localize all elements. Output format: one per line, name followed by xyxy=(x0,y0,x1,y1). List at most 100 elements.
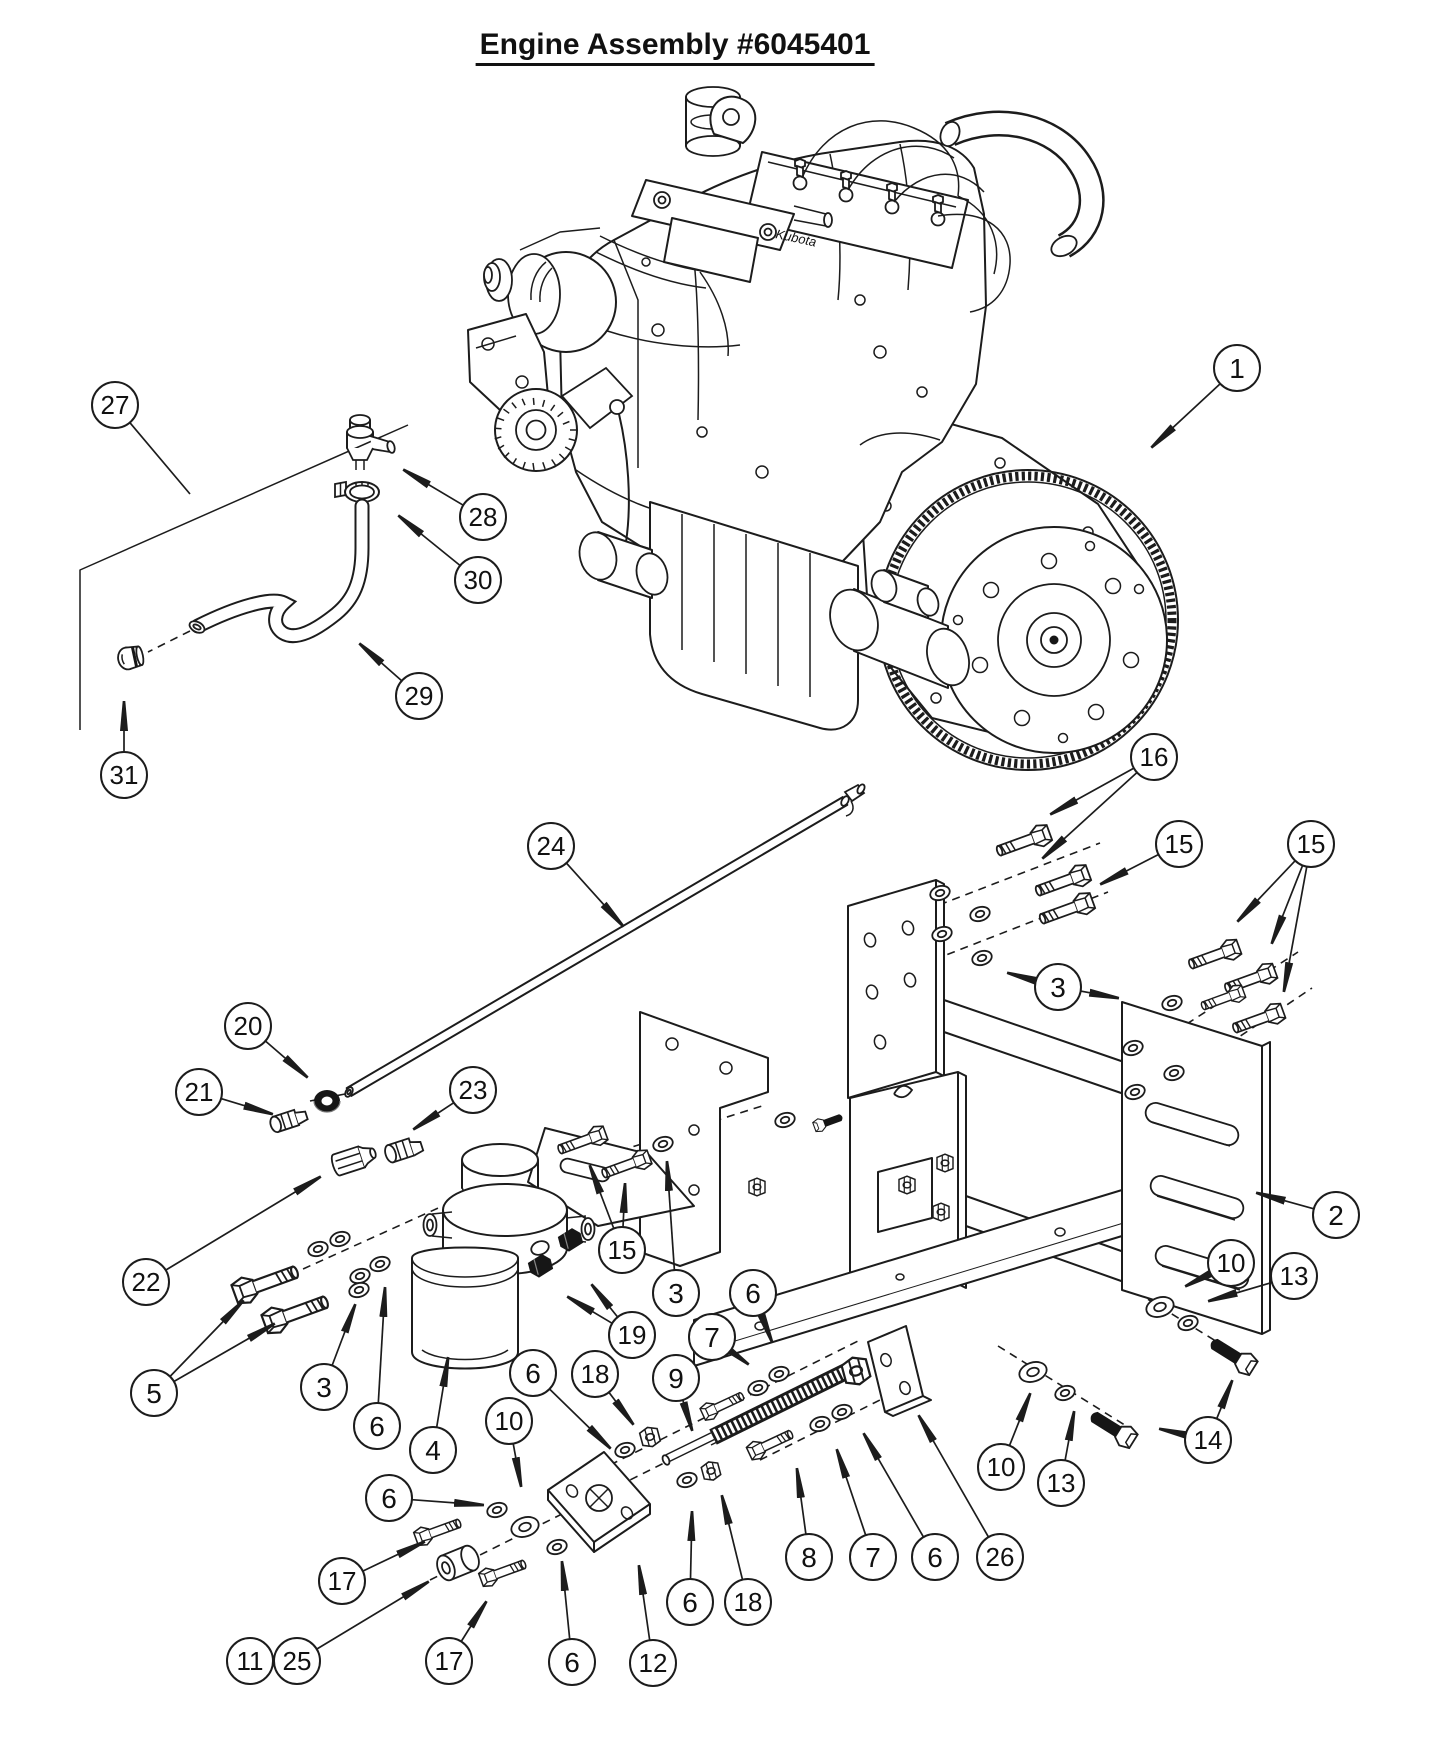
callout-balloon xyxy=(652,1269,700,1317)
leader-line xyxy=(608,1391,635,1426)
leader-line xyxy=(412,1101,455,1131)
leader-line xyxy=(1270,865,1304,945)
callout-balloon xyxy=(548,1638,596,1686)
callout-2: 2 xyxy=(1255,1191,1360,1239)
linkage-rod xyxy=(309,783,866,1102)
callout-number: 6 xyxy=(745,1278,761,1309)
callout-21: 21 xyxy=(175,1068,274,1116)
threaded-rod-assembly xyxy=(661,1353,873,1466)
leader-line xyxy=(1099,853,1159,886)
callout-number: 13 xyxy=(1047,1468,1076,1498)
leader-line xyxy=(358,642,403,682)
callout-4: 4 xyxy=(409,1356,457,1474)
callout-17: 17 xyxy=(425,1600,488,1685)
leader-line xyxy=(402,468,464,506)
callout-10: 10 xyxy=(485,1397,533,1488)
callout-10: 10 xyxy=(977,1392,1032,1491)
callout-balloon xyxy=(130,1369,178,1417)
callout-3: 3 xyxy=(652,1160,700,1317)
callout-25: 25 xyxy=(273,1580,430,1685)
callout-balloon xyxy=(395,672,443,720)
callout-12: 12 xyxy=(629,1564,677,1687)
callout-number: 23 xyxy=(459,1075,488,1105)
callout-number: 29 xyxy=(405,681,434,711)
callout-7: 7 xyxy=(835,1448,897,1581)
callout-23: 23 xyxy=(412,1066,497,1131)
leader-line xyxy=(565,862,625,928)
callout-13: 13 xyxy=(1037,1410,1085,1507)
callout-number: 24 xyxy=(537,831,566,861)
callout-number: 10 xyxy=(1217,1248,1246,1278)
callout-balloon xyxy=(273,1637,321,1685)
callout-number: 15 xyxy=(1165,829,1194,859)
leader-line xyxy=(637,1564,651,1641)
callout-balloon xyxy=(1312,1191,1360,1239)
leader-line xyxy=(795,1467,807,1535)
callout-number: 11 xyxy=(237,1646,264,1676)
callout-number: 20 xyxy=(234,1011,263,1041)
leader-line xyxy=(590,1283,619,1318)
callout-balloon xyxy=(688,1313,736,1361)
callout-balloon xyxy=(175,1068,223,1116)
callout-balloon xyxy=(224,1002,272,1050)
leader-line xyxy=(1080,988,1120,1000)
leader-line xyxy=(664,1160,676,1271)
callout-number: 16 xyxy=(1140,742,1169,772)
leader-line xyxy=(917,1414,990,1538)
leader-line xyxy=(566,1295,613,1325)
callout-balloon xyxy=(527,822,575,870)
hardware-fasteners xyxy=(229,821,1288,1590)
callout-number: 17 xyxy=(328,1566,357,1596)
spacer xyxy=(436,1544,480,1582)
leader-line xyxy=(560,1560,571,1640)
callout-balloon xyxy=(409,1426,457,1474)
callout-balloon xyxy=(318,1557,366,1605)
callout-number: 6 xyxy=(682,1587,698,1618)
callout-7: 7 xyxy=(688,1313,750,1366)
callout-number: 30 xyxy=(464,565,493,595)
callout-5: 5 xyxy=(130,1299,276,1417)
callout-6: 6 xyxy=(509,1349,612,1450)
leader-line xyxy=(679,1399,694,1432)
callout-number: 21 xyxy=(185,1077,214,1107)
leader-line xyxy=(1207,1281,1273,1303)
callout-number: 25 xyxy=(283,1646,312,1676)
callout-27: 27 xyxy=(91,381,191,495)
leader-line xyxy=(331,1303,357,1366)
callout-11: 11 xyxy=(226,1637,274,1685)
callout-balloon xyxy=(1207,1239,1255,1287)
callout-number: 15 xyxy=(608,1235,637,1265)
callout-balloon xyxy=(911,1533,959,1581)
leader-line xyxy=(1282,866,1308,993)
callout-6: 6 xyxy=(548,1560,596,1686)
leader-line xyxy=(435,1356,450,1428)
callout-balloon xyxy=(449,1066,497,1114)
leader-line xyxy=(460,1600,488,1642)
callout-balloon xyxy=(666,1578,714,1626)
callout-28: 28 xyxy=(402,468,507,541)
callout-13: 13 xyxy=(1207,1252,1318,1303)
callout-number: 8 xyxy=(801,1542,817,1573)
callout-6: 6 xyxy=(729,1269,777,1344)
callout-15: 15 xyxy=(1099,820,1203,886)
callout-balloon xyxy=(459,493,507,541)
leader-line xyxy=(1064,1410,1076,1461)
leader-line xyxy=(129,422,191,495)
callout-number: 28 xyxy=(469,502,498,532)
leader-line xyxy=(1184,1269,1214,1288)
anchor-plate-12 xyxy=(547,1451,651,1553)
callout-balloon xyxy=(571,1350,619,1398)
engine-mount-bracket xyxy=(251,842,1313,1581)
callout-balloon xyxy=(652,1354,700,1402)
leader-line xyxy=(1049,767,1135,816)
elbow-fitting-21 xyxy=(269,1108,309,1134)
callout-6: 6 xyxy=(353,1286,401,1450)
callout-18: 18 xyxy=(720,1494,772,1626)
engine-illustration: Kubota xyxy=(467,86,1179,771)
callout-balloon xyxy=(1184,1416,1232,1464)
callout-number: 6 xyxy=(369,1411,385,1442)
fuel-filter-assembly xyxy=(411,1127,695,1370)
callout-30: 30 xyxy=(397,514,502,604)
callout-balloon xyxy=(629,1639,677,1687)
